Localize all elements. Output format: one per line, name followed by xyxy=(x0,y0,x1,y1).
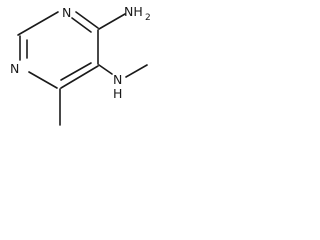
bond-n3-c4 xyxy=(75,11,99,29)
atom-nh-h: H xyxy=(113,86,122,101)
atom-n1: N xyxy=(10,61,19,76)
bond-c4-nh2 xyxy=(98,13,126,30)
bond-c5-nh xyxy=(98,64,113,75)
bond-nh-ch3 xyxy=(125,64,148,78)
structure-diagram: N N NH 2 N H xyxy=(0,0,150,132)
atom-nh2-subscript: 2 xyxy=(145,13,150,23)
bond-c5-c6-inner xyxy=(60,62,92,81)
atom-nh2: NH xyxy=(124,4,143,19)
atom-n3: N xyxy=(62,5,71,20)
bond-n3-c4-inner xyxy=(71,17,92,33)
bond-c6-n1 xyxy=(28,71,58,89)
bond-c2-n3 xyxy=(17,11,59,36)
bond-c5-c6 xyxy=(60,65,99,89)
atom-nh-n: N xyxy=(113,72,122,87)
molecule-drawing: N N NH 2 N H xyxy=(10,4,150,126)
